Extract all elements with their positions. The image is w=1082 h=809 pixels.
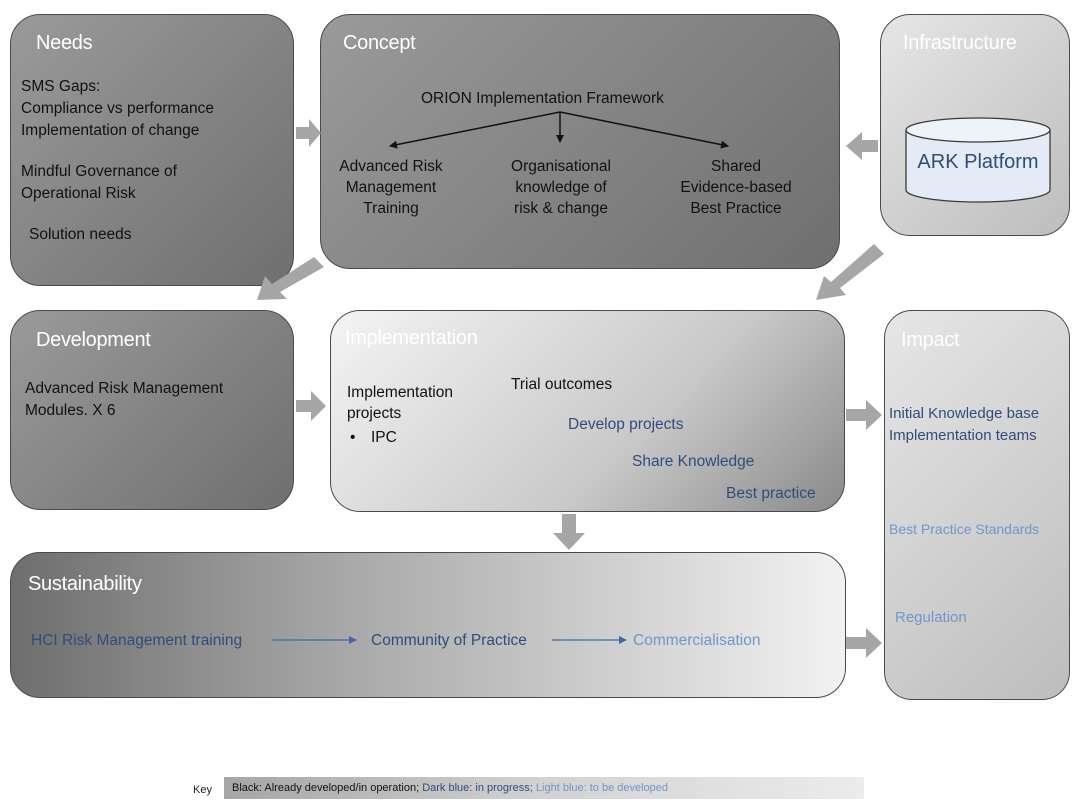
- development-line1: Advanced Risk Management: [25, 380, 224, 397]
- impact-line1: Initial Knowledge base: [889, 405, 1040, 422]
- concept-col2-l3: risk & change: [514, 200, 608, 217]
- implementation-box: Implementation Implementation projects •…: [330, 310, 845, 512]
- impl-share-knowledge: Share Knowledge: [632, 453, 755, 470]
- needs-line6: Solution needs: [29, 226, 132, 243]
- arrow-implementation-to-impact: [846, 400, 882, 430]
- arrow-development-to-implementation: [296, 391, 326, 421]
- sust-step2: Community of Practice: [371, 632, 527, 649]
- impl-best-practice: Best practice: [726, 485, 816, 502]
- impl-bullet: •: [350, 429, 356, 446]
- development-box: Development Advanced Risk Management Mod…: [10, 310, 294, 510]
- ark-platform-label: ARK Platform: [917, 151, 1039, 173]
- infrastructure-title: Infrastructure: [903, 32, 1017, 54]
- impact-regulation: Regulation: [895, 609, 967, 626]
- concept-box: Concept ORION Implementation Framework A…: [320, 14, 840, 269]
- needs-line5: Operational Risk: [21, 185, 136, 202]
- ark-platform-cylinder: [905, 117, 1051, 203]
- implementation-title: Implementation: [345, 327, 478, 349]
- arrow-needs-to-concept: [296, 119, 321, 147]
- sust-step3: Commercialisation: [633, 632, 761, 649]
- concept-col3-l3: Best Practice: [690, 200, 782, 217]
- impl-projects-line1: Implementation: [347, 384, 453, 401]
- arrow-concept-to-development: [257, 257, 324, 300]
- arrow-implementation-to-sustainability: [553, 514, 585, 550]
- sustainability-title: Sustainability: [28, 573, 142, 595]
- impact-box: Impact Initial Knowledge base Implementa…: [884, 310, 1070, 700]
- needs-box: Needs SMS Gaps: Compliance vs performanc…: [10, 14, 294, 286]
- concept-col3-l2: Evidence-based: [680, 179, 792, 196]
- sustainability-box: Sustainability HCI Risk Management train…: [10, 552, 846, 698]
- impact-standards: Best Practice Standards: [889, 521, 1040, 537]
- impl-trial-outcomes: Trial outcomes: [511, 376, 613, 393]
- concept-col2-l2: knowledge of: [515, 179, 607, 196]
- framework-label: ORION Implementation Framework: [421, 90, 664, 107]
- key-bar: Black: Already developed/in operation; D…: [224, 777, 864, 799]
- impact-line2: Implementation teams: [889, 427, 1037, 444]
- needs-line4: Mindful Governance of: [21, 163, 177, 180]
- key-black: Black: Already developed/in operation;: [232, 782, 420, 794]
- impl-develop-projects: Develop projects: [568, 416, 684, 433]
- arrow-infra-to-concept: [846, 132, 878, 160]
- key-label: Key: [193, 784, 212, 796]
- development-line2: Modules. X 6: [25, 402, 116, 419]
- development-title: Development: [36, 329, 151, 351]
- impl-ipc: IPC: [371, 429, 397, 446]
- needs-line1: SMS Gaps:: [21, 78, 101, 95]
- sust-step1: HCI Risk Management training: [31, 632, 243, 649]
- concept-col1-l3: Training: [363, 200, 419, 217]
- concept-col1-l2: Management: [345, 179, 437, 196]
- impl-projects-line2: projects: [347, 405, 402, 422]
- concept-col1-l1: Advanced Risk: [339, 158, 443, 175]
- key-light-blue: Light blue: to be developed: [535, 782, 669, 794]
- key-dark-blue: Dark blue: in progress;: [422, 782, 533, 794]
- impact-title: Impact: [901, 329, 960, 351]
- concept-col2-l1: Organisational: [511, 158, 611, 175]
- concept-title: Concept: [343, 32, 416, 54]
- arrow-infra-to-implementation: [816, 244, 884, 300]
- concept-col3-l1: Shared: [711, 158, 761, 175]
- framework-tree-arrows: [389, 111, 729, 149]
- needs-line3: Implementation of change: [21, 122, 200, 139]
- needs-line2: Compliance vs performance: [21, 100, 214, 117]
- needs-title: Needs: [36, 32, 93, 54]
- arrow-sustainability-to-impact: [846, 628, 882, 658]
